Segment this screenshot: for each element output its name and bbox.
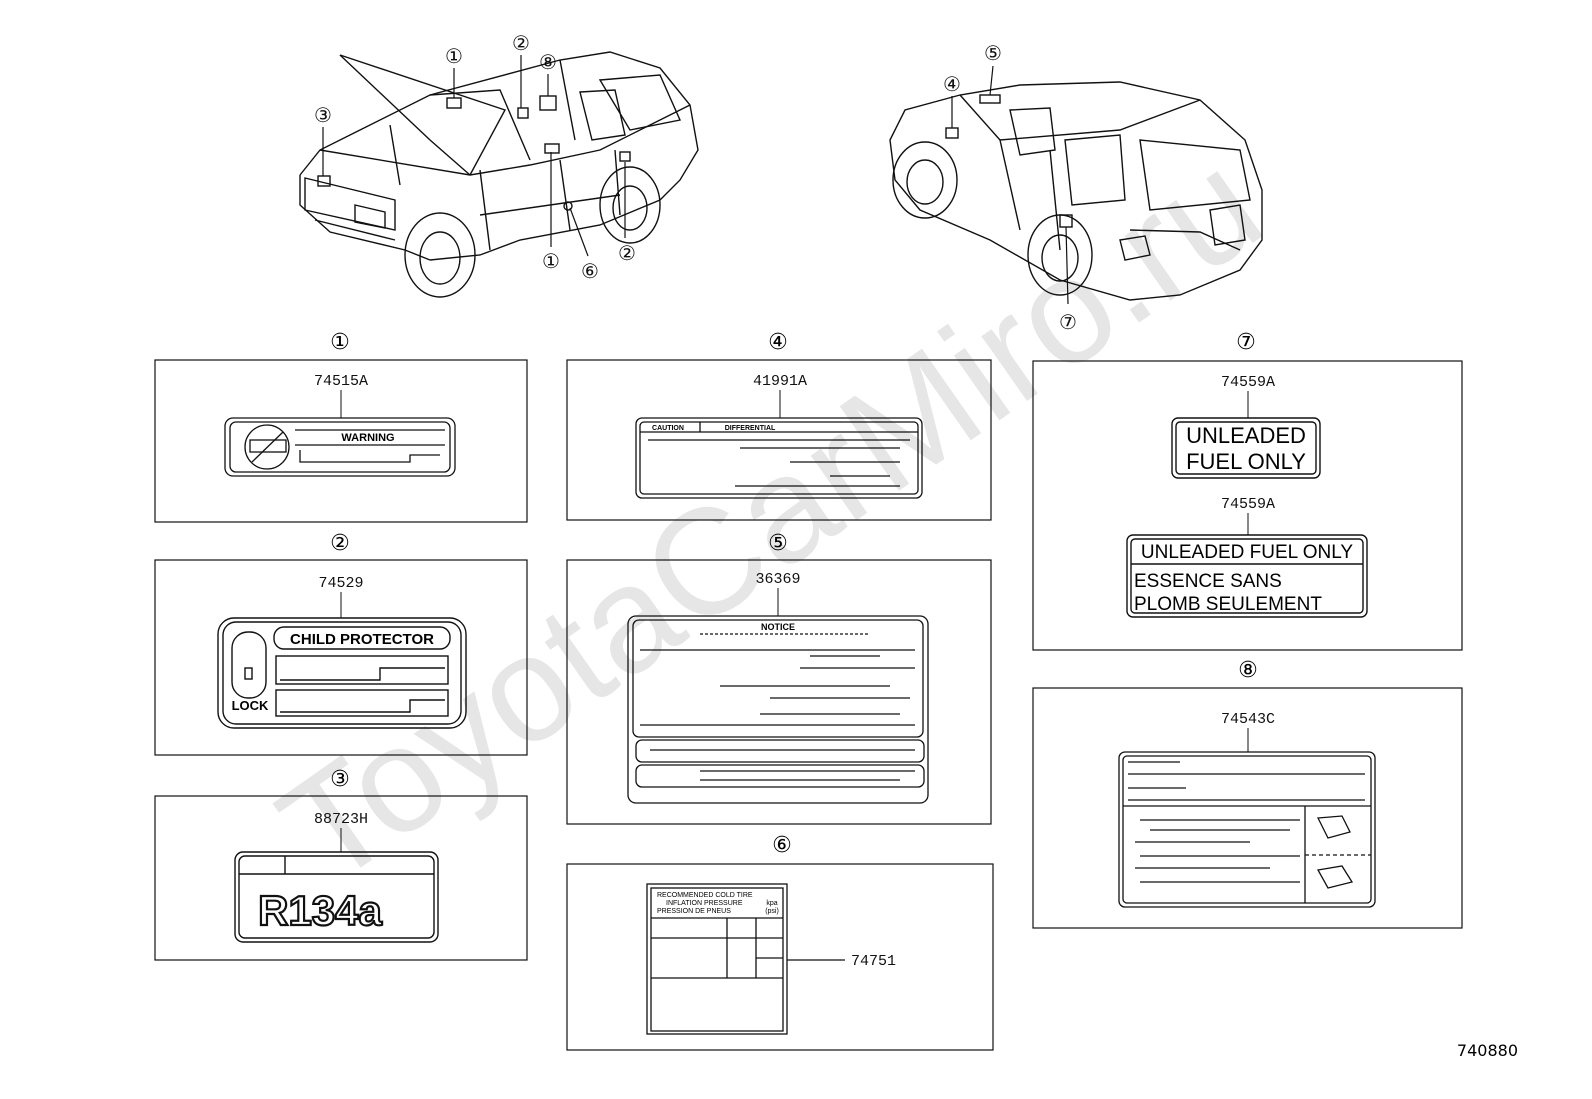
unleaded-label-bilingual [1126,534,1368,618]
panel-4: ④ 41991A CAUTION DIFFERENTIAL [566,330,992,521]
panel-8: ⑧ 74543C [1032,658,1463,929]
front-callout-leaders [322,55,626,257]
tire-label-unit-kpa: kpa [766,900,777,907]
panel-2-number: ② [330,531,350,556]
warning-label [224,417,456,477]
panel-7-number: ⑦ [1236,330,1256,355]
panel-7-part-number-bottom: 74559A [1221,496,1275,513]
unleaded-bilingual-line-1: UNLEADED FUEL ONLY [1141,542,1354,563]
panel-5-part-number: 36369 [755,571,800,588]
panel-6-part-number: 74751 [851,953,896,970]
unleaded-small-line-2: FUEL ONLY [1186,449,1306,474]
panel-5-number: ⑤ [768,531,788,556]
tire-label-line-2: INFLATION PRESSURE [666,900,743,907]
panel-3-number: ③ [330,767,350,792]
notice-label [627,615,929,804]
panel-7: ⑦ 74559A UNLEADED FUEL ONLY 74559A UNLEA… [1032,330,1463,651]
front-callout-2-top: ② [512,31,530,55]
caution-text: CAUTION [652,425,684,432]
panel-2: ② 74529 CHILD PROTECTOR LOCK [154,531,528,756]
front-callout-2-bottom: ② [618,241,636,265]
panel-1-number: ① [330,330,350,355]
panel-3: ③ 88723H R134a [154,767,528,961]
child-protector-label [217,617,467,729]
front-callout-3: ③ [314,103,332,127]
notice-label-text: NOTICE [761,622,795,632]
front-callout-1-bottom: ① [542,249,560,273]
rear-callout-leaders [951,65,1069,305]
differential-text: DIFFERENTIAL [725,425,776,432]
unleaded-bilingual-line-2: ESSENCE SANS [1134,571,1282,592]
panel-2-part-number: 74529 [318,575,363,592]
rear-callout-5: ⑤ [984,41,1002,65]
tire-label-line-1: RECOMMENDED COLD TIRE [657,892,753,899]
airbag-info-label [1118,751,1376,908]
panel-8-part-number: 74543C [1221,711,1275,728]
panel-8-number: ⑧ [1238,658,1258,683]
tire-label-line-3: PRESSION DE PNEUS [657,908,731,915]
diagram-id: 740880 [1457,1041,1518,1060]
panel-1: ① 74515A WARNING [154,330,528,523]
panel-7-part-number-top: 74559A [1221,374,1275,391]
panel-5: ⑤ 36369 NOTICE [566,531,992,825]
unleaded-bilingual-line-3: PLOMB SEULEMENT [1134,594,1322,615]
tire-label-unit-psi: (psi) [765,908,779,915]
panel-6-number: ⑥ [772,833,792,858]
unleaded-label-small [1171,417,1321,479]
front-callout-6: ⑥ [581,259,599,283]
differential-caution-label [635,417,923,499]
panel-4-part-number: 41991A [753,373,807,390]
panel-3-part-number: 88723H [314,811,368,828]
panel-4-number: ④ [768,330,788,355]
rear-callout-7: ⑦ [1059,310,1077,334]
front-vehicle-illustration [299,51,699,298]
unleaded-small-line-1: UNLEADED [1186,423,1306,448]
front-callout-8: ⑧ [539,50,557,74]
rear-vehicle-illustration [889,81,1263,301]
child-protector-title: CHILD PROTECTOR [290,631,434,648]
child-protector-lock: LOCK [232,698,269,713]
front-callout-1-top: ① [445,44,463,68]
panel-6: ⑥ RECOMMENDED COLD TIRE INFLATION PRESSU… [566,833,994,1051]
warning-label-text: WARNING [341,432,394,444]
tire-pressure-label [646,883,788,1035]
rear-callout-4: ④ [943,72,961,96]
r134a-label-text: R134a [258,887,382,934]
r134a-label [234,851,439,943]
panel-1-part-number: 74515A [314,373,368,390]
